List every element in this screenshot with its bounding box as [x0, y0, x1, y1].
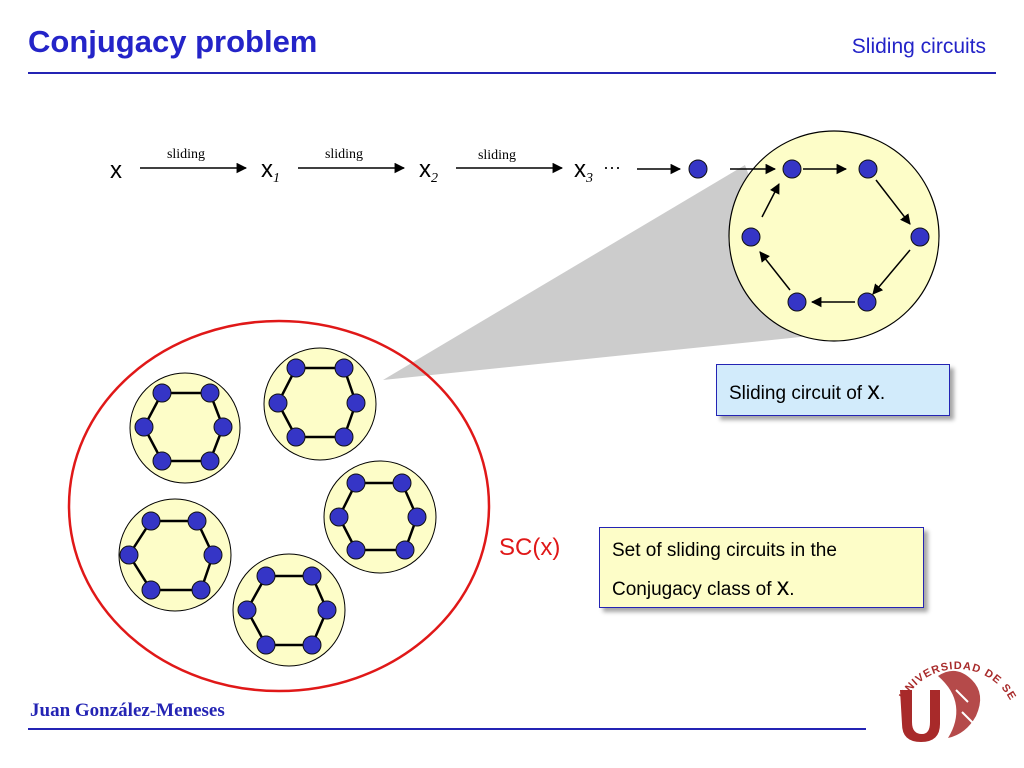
callout-text: Sliding circuit of [729, 383, 868, 404]
callout-line-1: Set of sliding circuits in the [612, 540, 837, 561]
zoom-cone [383, 165, 810, 380]
sc-set-callout: Set of sliding circuits in the Conjugacy… [599, 527, 924, 608]
small-circuit [232, 553, 346, 667]
circuit-node [787, 292, 807, 312]
callout-variable: x [867, 377, 880, 405]
sc-set-ellipse [67, 319, 491, 693]
circuit-node [910, 227, 930, 247]
small-circuit [263, 347, 377, 461]
circuit-node [858, 159, 878, 179]
chain-x3: x3 [574, 156, 593, 186]
circuit-node [741, 227, 761, 247]
small-circuit [118, 498, 232, 612]
circuit-node [857, 292, 877, 312]
circuit-nodes [741, 159, 930, 312]
sliding-circuit-callout: Sliding circuit of x. [716, 364, 950, 416]
chain-ellipsis: ··· [603, 157, 621, 177]
section-title: Sliding circuits [851, 35, 986, 58]
header-rule [28, 72, 996, 74]
chain-x: x [110, 157, 122, 184]
circuit-node [782, 159, 802, 179]
callout-line-2: Conjugacy class of x. [612, 573, 795, 601]
seal-u-letter [900, 690, 940, 742]
callout-period: . [879, 383, 886, 404]
small-circuit [323, 460, 437, 574]
sc-label: SC(x) [499, 534, 561, 561]
circuit-arrows [759, 163, 911, 308]
sliding-label-3: sliding [478, 148, 516, 163]
seal-figure [938, 670, 981, 738]
small-circuit [129, 372, 241, 484]
sliding-label-2: sliding [325, 147, 363, 162]
sliding-label-1: sliding [167, 147, 205, 162]
entry-node [688, 159, 708, 179]
footer-rule [28, 728, 866, 730]
author-name: Juan González-Meneses [30, 700, 225, 721]
seal-detail [955, 689, 975, 725]
chain-x1: x1 [261, 156, 280, 186]
chain-x2: x2 [419, 156, 438, 186]
slide-title: Conjugacy problem [28, 24, 318, 59]
circuit-circle [728, 130, 940, 342]
